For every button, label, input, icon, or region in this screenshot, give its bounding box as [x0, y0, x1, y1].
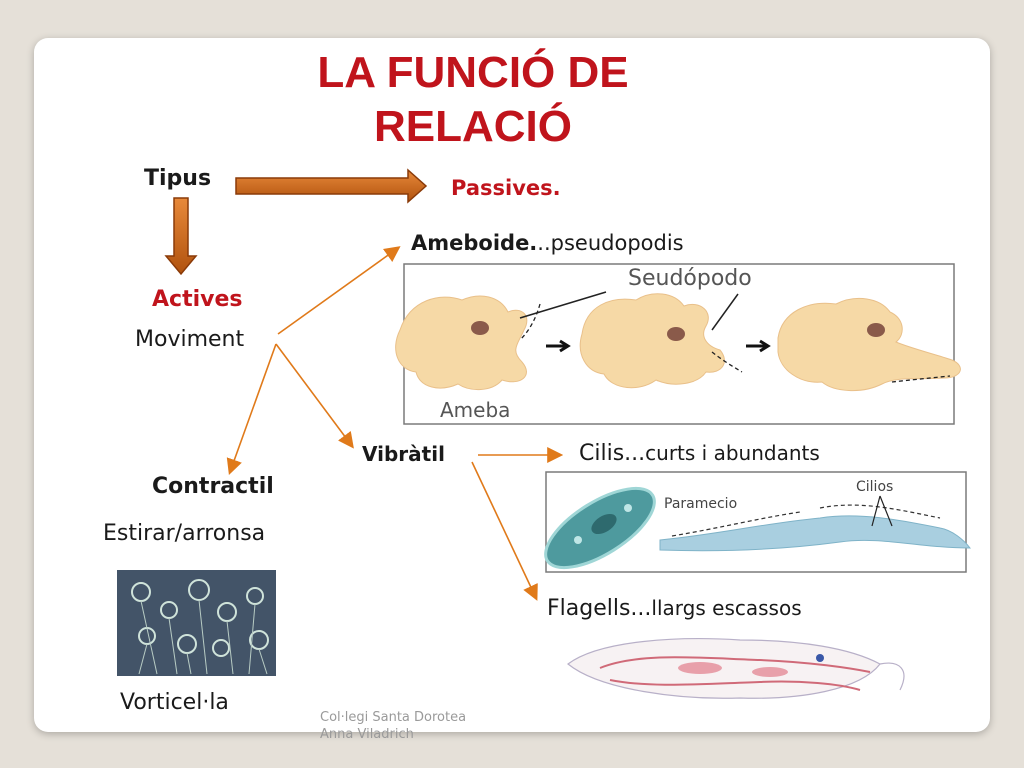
arrow-to-vibratil: [275, 343, 354, 449]
passives-label: Passives.: [451, 176, 561, 200]
title-line2: RELACIÓ: [374, 102, 572, 151]
moviment-label: Moviment: [135, 327, 245, 352]
label-cilios: Cilios: [856, 479, 894, 495]
tipus-label: Tipus: [144, 166, 212, 191]
cilis-text: Cilis...curts i abundants: [579, 441, 820, 466]
arrow-to-flagells: [471, 461, 538, 601]
cilis-rest: curts i abundants: [645, 441, 820, 465]
cilis-main: Cilis...: [579, 441, 646, 466]
footer-line2: Anna Viladrich: [320, 727, 414, 742]
amoeba-nucleus-3: [867, 323, 885, 337]
footer-line1: Col·legi Santa Dorotea: [320, 710, 467, 725]
amoeba-nucleus-1: [471, 321, 489, 335]
vibratil-label: Vibràtil: [362, 442, 445, 466]
arrow-to-ameboide: [277, 246, 401, 335]
ameboide-bold: Ameboide.: [411, 231, 538, 255]
ameboide-text: Ameboide...pseudopodis: [411, 231, 684, 255]
amoeba-cell-2: [579, 293, 725, 389]
vorticella-photo: [117, 570, 276, 676]
arrow-to-contractil: [226, 343, 277, 476]
title-line1: LA FUNCIÓ DE: [317, 48, 629, 97]
amoeba-nucleus-2: [667, 327, 685, 341]
label-paramecio: Paramecio: [664, 496, 738, 512]
vorticella-label: Vorticel·la: [120, 690, 229, 715]
block-arrow-down: [164, 197, 198, 276]
flagellate-cell: [567, 638, 881, 699]
cilia-wave: [659, 515, 972, 552]
label-seudopodo: Seudópodo: [628, 266, 752, 291]
contractil-label: Contractil: [152, 474, 274, 499]
amoeba-cell-3: [777, 297, 961, 392]
ameboide-rest: ..pseudopodis: [537, 231, 684, 255]
actives-label: Actives: [152, 287, 243, 312]
estirar-label: Estirar/arronsa: [103, 521, 266, 546]
amoeba-cell-1: [395, 295, 528, 390]
block-arrow-right: [235, 168, 428, 204]
flagells-rest: llargs escassos: [651, 596, 802, 620]
flagells-main: Flagells...: [547, 596, 652, 621]
paramecium-nucleus: [591, 513, 617, 535]
label-ameba: Ameba: [440, 398, 511, 422]
flagells-text: Flagells...llargs escassos: [547, 596, 802, 621]
